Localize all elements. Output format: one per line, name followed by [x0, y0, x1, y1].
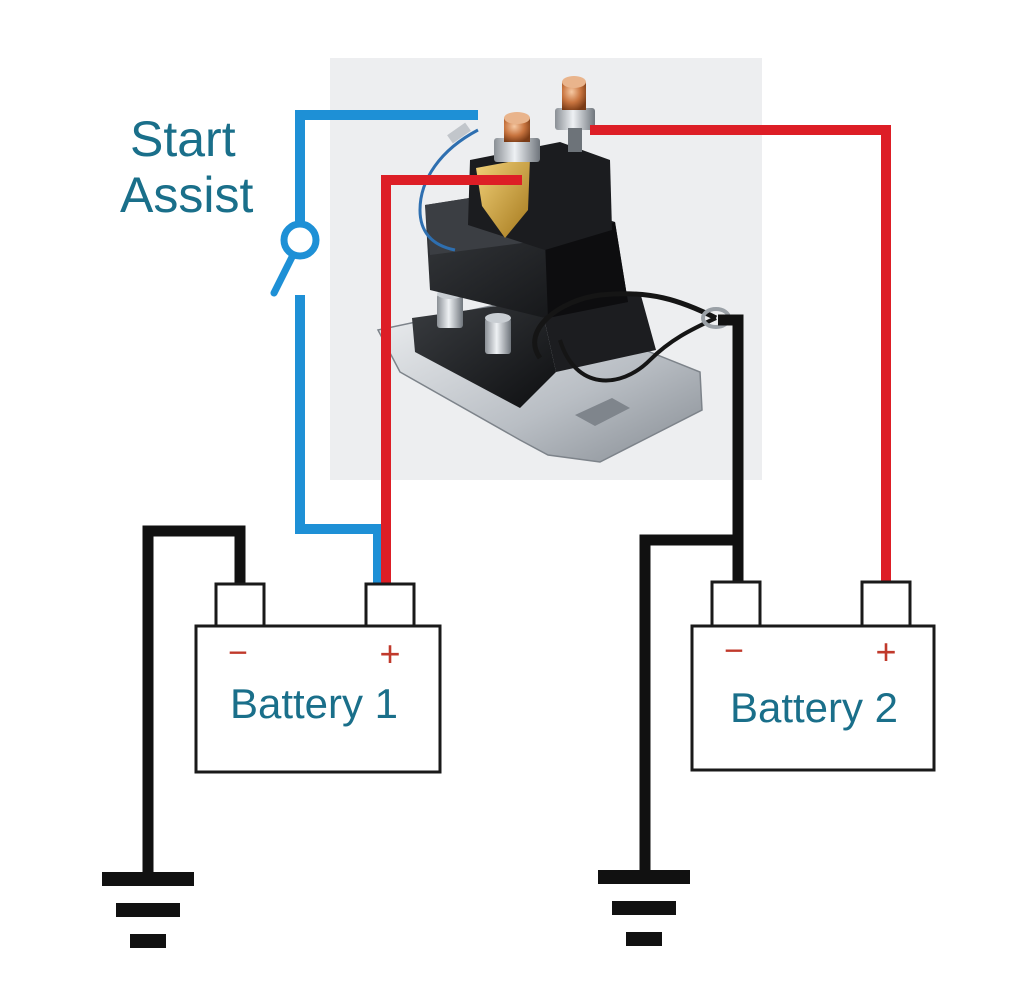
- battery-2-neg-terminal: [710, 580, 762, 628]
- ground-pigtail-wire: [532, 291, 718, 360]
- spade-connector: [447, 122, 471, 144]
- battery-1-pos-terminal: [364, 582, 416, 628]
- battery-2: − + Battery 2: [690, 580, 936, 772]
- battery-1-pos-sign: +: [379, 633, 400, 674]
- start-assist-label-line1: Start: [130, 111, 236, 167]
- trigger-lead-wire: [418, 128, 479, 252]
- ground-symbol-icon: [598, 870, 690, 946]
- ground-wire-battery-1: [142, 525, 246, 878]
- start-assist-wire-bottom: [295, 295, 383, 584]
- battery-2-label: Battery 2: [730, 684, 898, 731]
- lower-terminal-right: [485, 313, 511, 354]
- switch-lever-icon: [270, 251, 297, 297]
- battery-2-pos-terminal: [860, 580, 912, 628]
- solenoid-ground-wire: [718, 314, 744, 584]
- battery-1-label: Battery 1: [230, 680, 398, 727]
- switch-contact-icon: [280, 220, 320, 260]
- top-terminal-right: [555, 76, 595, 152]
- battery-2-pos-sign: +: [875, 631, 896, 672]
- top-terminal-left: [494, 112, 540, 162]
- battery-2-neg-sign: −: [724, 632, 744, 670]
- battery-1-neg-terminal: [214, 582, 266, 628]
- ground-symbol-icon: [102, 872, 194, 948]
- battery-1-body: [194, 624, 442, 774]
- positive-wire-battery-1: [381, 175, 522, 584]
- start-assist-wire: [270, 110, 478, 584]
- start-assist-label-line2: Assist: [120, 167, 253, 223]
- start-assist-wire-top: [295, 110, 478, 222]
- battery-1-neg-sign: −: [228, 634, 248, 672]
- battery-2-body: [690, 624, 936, 772]
- positive-wire-battery-2: [590, 125, 891, 582]
- mounting-slot: [575, 398, 630, 426]
- battery-1: − + Battery 1: [194, 582, 442, 774]
- solenoid-photo: [330, 58, 762, 480]
